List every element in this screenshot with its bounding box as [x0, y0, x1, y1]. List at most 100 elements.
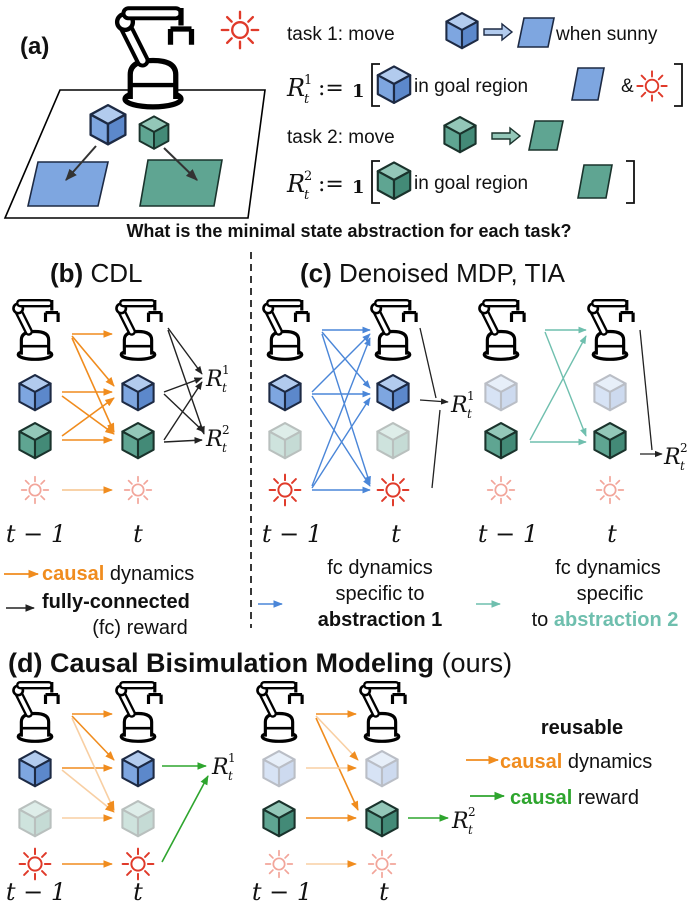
legend1-line1: fc dynamics [327, 557, 433, 579]
panel-d: (d) Causal Bisimulation Modeling (ours) … [6, 648, 652, 904]
reward1-sup: 1 [304, 73, 312, 88]
abstraction2-dynamics-arrow [544, 331, 587, 437]
reward1-node-sup: 1 [467, 389, 475, 403]
reward2-node-sub: t [680, 459, 685, 473]
reward1-and: & [621, 76, 634, 97]
legend-causal-reward: causal reward [510, 787, 639, 809]
reward1-goal-icon [571, 67, 605, 101]
fc-reward-arrow [167, 329, 205, 435]
causal-dynamics-arrow [315, 717, 359, 811]
robot-arm-icon [479, 300, 524, 359]
reward1-def-op: := [318, 76, 344, 101]
green-cube-icon [18, 422, 52, 460]
reward2-node-sup: 2 [222, 423, 230, 437]
panel-d-label: (d) Causal Bisimulation Modeling (ours) [8, 648, 512, 678]
reward2-cube-icon [376, 161, 412, 200]
reward1-node-sub: t [467, 407, 472, 421]
legend-causal-dynamics: causal dynamics [42, 563, 194, 585]
legend-causal-dynamics: causal dynamics [500, 751, 652, 773]
reward2-formula: R [286, 170, 305, 198]
reward2-sub: t [304, 188, 310, 203]
sun-icon [595, 475, 625, 505]
blue-cube-icon [121, 750, 155, 788]
causal-dynamics-arrow [71, 335, 115, 387]
abstraction2-dynamics-arrow [529, 335, 587, 441]
reward2-goal-text: in goal region [414, 173, 528, 194]
reward2-node-sub: t [222, 441, 227, 455]
legend-fc-rest: (fc) reward [92, 617, 188, 639]
time-curr-label: t [391, 520, 401, 548]
sun-icon [376, 473, 410, 507]
push-arrow-blue-icon [65, 145, 97, 181]
task2-cube-icon [443, 116, 477, 154]
reward1-indicator: 1 [352, 81, 365, 102]
legend1-line3: abstraction 1 [318, 609, 442, 631]
blue-cube-icon [376, 374, 410, 412]
reward2-sup: 2 [304, 169, 312, 184]
abstraction1-dynamics-arrow [311, 395, 371, 487]
abstraction1-dynamics-arrow [321, 333, 371, 485]
fc-reward-arrow [163, 393, 205, 433]
reward1-formula: R [286, 74, 305, 102]
blue-cube-icon [268, 374, 302, 412]
task1-goal-icon [517, 17, 555, 48]
task2-arrow-icon [491, 126, 522, 146]
legend2-line3: to abstraction 2 [532, 609, 679, 631]
green-cube-icon [121, 800, 155, 838]
blue-cube-icon [89, 103, 127, 146]
green-cube-icon [18, 800, 52, 838]
fc-reward-arrow [163, 381, 203, 441]
reward2-bracket-close [626, 160, 635, 204]
time-prev-label: t − 1 [478, 520, 538, 548]
task2-prefix: task 2: move [287, 127, 395, 148]
robot-arm-icon [13, 300, 58, 359]
fc-reward-arrow [419, 327, 437, 399]
reward2-node-sup: 2 [680, 441, 688, 455]
blue-cube-icon [18, 750, 52, 788]
panel-b: (b) CDL R 1 [4, 258, 230, 639]
goal-region-blue-icon [26, 161, 110, 207]
panel-c: (c) Denoised MDP, TIA R 1 t [258, 258, 688, 631]
reward2-node: R [451, 809, 469, 834]
abstraction1-dynamics-arrow [321, 331, 371, 389]
robot-arm-icon [588, 300, 633, 359]
sun-icon [264, 849, 294, 879]
abstraction1-dynamics-arrow [311, 333, 371, 393]
time-curr-label: t [607, 520, 617, 548]
time-prev-label: t − 1 [262, 520, 322, 548]
robot-arm-icon [116, 300, 161, 359]
reward1-sub: t [304, 92, 310, 107]
blue-cube-icon [484, 374, 518, 412]
fc-reward-arrow [163, 377, 203, 393]
reward1-bracket-open [371, 63, 380, 107]
time-prev-label: t − 1 [252, 878, 312, 904]
legend2-line2: specific [577, 583, 644, 605]
panel-a: (a) task 1: move when sunny R 1 t := 1 i… [3, 8, 683, 241]
task1-cube-icon [445, 12, 479, 50]
green-cube-icon [376, 422, 410, 460]
legend2-line1: fc dynamics [555, 557, 661, 579]
causal-dynamics-arrow [71, 715, 115, 761]
abstraction1-dynamics-arrow [311, 397, 371, 489]
reward1-node-sub: t [222, 381, 227, 395]
fc-reward-arrow [163, 437, 203, 444]
green-cube-icon [268, 422, 302, 460]
fc-reward-arrow [167, 327, 203, 375]
reward2-node: R [663, 445, 681, 470]
green-cube-icon [121, 422, 155, 460]
fc-reward-arrow [431, 409, 441, 489]
causal-dynamics-arrow [61, 395, 115, 435]
green-cube-icon [365, 800, 399, 838]
time-prev-label: t − 1 [6, 878, 66, 904]
panel-c-label: (c) Denoised MDP, TIA [300, 258, 566, 288]
reward2-indicator: 1 [352, 177, 365, 198]
green-cube-icon [262, 800, 296, 838]
panel-b-label: (b) CDL [50, 258, 142, 288]
robot-arm-icon [257, 682, 302, 741]
sun-icon [220, 10, 260, 50]
sun-icon [123, 475, 153, 505]
task1-suffix: when sunny [555, 24, 658, 45]
time-curr-label: t [133, 878, 143, 904]
causal-reward-arrow [161, 775, 209, 863]
